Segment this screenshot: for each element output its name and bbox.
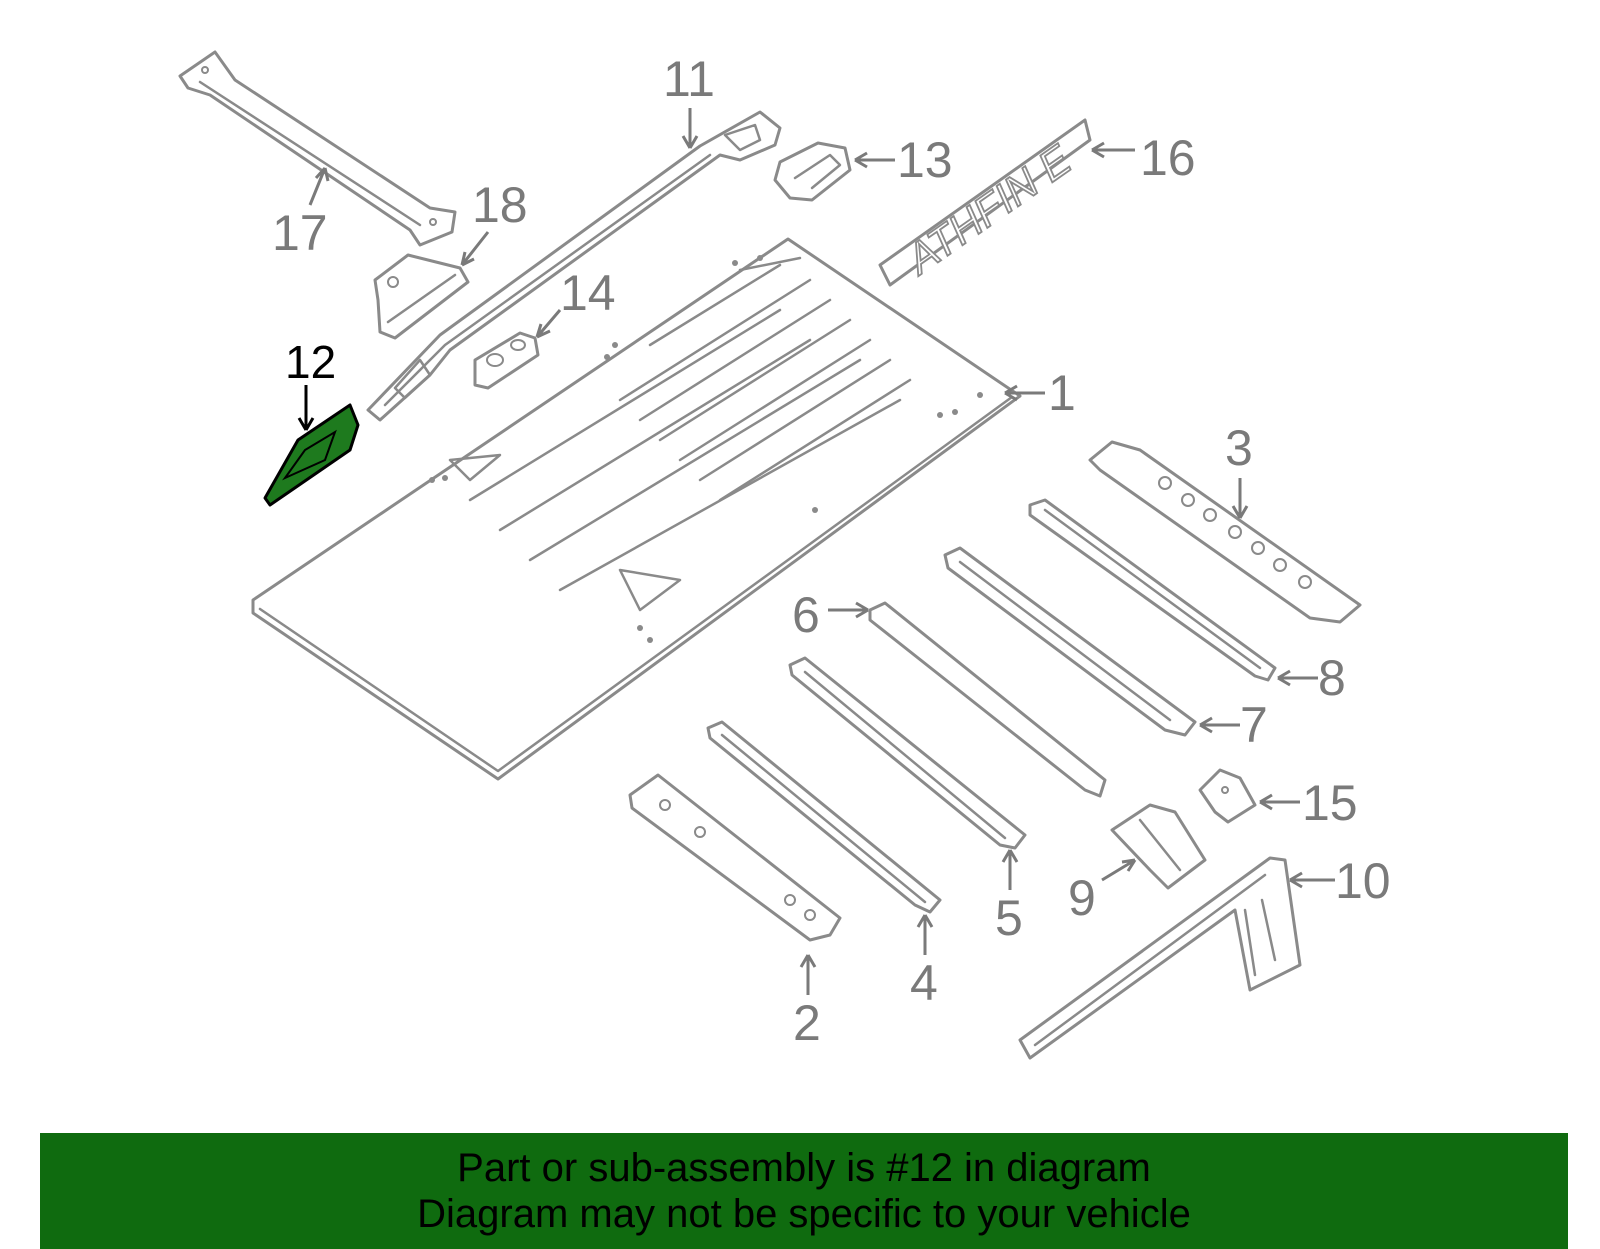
callout-1: 1: [1004, 365, 1076, 421]
callout-2: 2: [793, 954, 821, 1051]
callout-13: 13: [854, 132, 953, 188]
svg-text:8: 8: [1318, 650, 1346, 706]
svg-text:17: 17: [272, 205, 328, 261]
callout-9: 9: [1068, 858, 1137, 926]
svg-text:3: 3: [1225, 420, 1253, 476]
part-17-cross-member[interactable]: [178, 50, 457, 247]
part-18-bracket[interactable]: [373, 253, 470, 340]
callout-14: 14: [535, 265, 616, 339]
part-3-cross-sill[interactable]: [1088, 440, 1362, 624]
callout-4: 4: [910, 914, 938, 1011]
part-14-tie-down[interactable]: [473, 331, 540, 390]
part-7-cross-member[interactable]: [943, 546, 1197, 737]
svg-text:7: 7: [1240, 697, 1268, 753]
svg-text:2: 2: [793, 995, 821, 1051]
part-11-side-rail[interactable]: [366, 110, 782, 422]
svg-text:18: 18: [472, 177, 528, 233]
callout-18: 18: [460, 177, 528, 267]
callout-12: 12: [285, 336, 336, 431]
part-10-side-panel[interactable]: [1018, 856, 1302, 1060]
svg-text:4: 4: [910, 955, 938, 1011]
part-5-cross-member[interactable]: [788, 656, 1027, 850]
callout-3: 3: [1225, 420, 1253, 519]
svg-text:10: 10: [1335, 853, 1391, 909]
part-12-highlighted[interactable]: [263, 403, 360, 507]
part-4-cross-member[interactable]: [706, 720, 942, 914]
part-1-floor-panel[interactable]: [251, 237, 1022, 781]
part-12-shape: [263, 403, 360, 507]
part-6-cross-member[interactable]: [868, 601, 1107, 798]
svg-text:14: 14: [560, 265, 616, 321]
svg-text:9: 9: [1068, 870, 1096, 926]
callout-5: 5: [995, 849, 1023, 946]
svg-text:15: 15: [1302, 775, 1358, 831]
svg-text:1: 1: [1048, 365, 1076, 421]
banner-line-part-number: Part or sub-assembly is #12 in diagram: [457, 1146, 1151, 1190]
part-2-cross-member[interactable]: [628, 773, 842, 942]
callout-8: 8: [1277, 650, 1346, 706]
part-15-bracket[interactable]: [1198, 768, 1257, 824]
callout-10: 10: [1289, 853, 1391, 909]
svg-text:12: 12: [285, 336, 336, 388]
callout-16: 16: [1091, 130, 1196, 186]
svg-text:6: 6: [792, 587, 820, 643]
svg-text:13: 13: [897, 132, 953, 188]
part-13-corner-cap[interactable]: [773, 141, 852, 202]
info-banner: Part or sub-assembly is #12 in diagram D…: [40, 1133, 1568, 1249]
part-9-bracket[interactable]: [1110, 803, 1207, 890]
part-8-cross-member[interactable]: [1028, 498, 1277, 682]
callout-15: 15: [1259, 775, 1358, 831]
svg-text:5: 5: [995, 890, 1023, 946]
callout-11: 11: [663, 51, 715, 149]
svg-text:16: 16: [1140, 130, 1196, 186]
callout-17: 17: [272, 166, 330, 261]
callout-6: 6: [792, 587, 869, 643]
callout-7: 7: [1199, 697, 1268, 753]
banner-line-disclaimer: Diagram may not be specific to your vehi…: [417, 1192, 1191, 1236]
svg-text:11: 11: [663, 51, 715, 107]
